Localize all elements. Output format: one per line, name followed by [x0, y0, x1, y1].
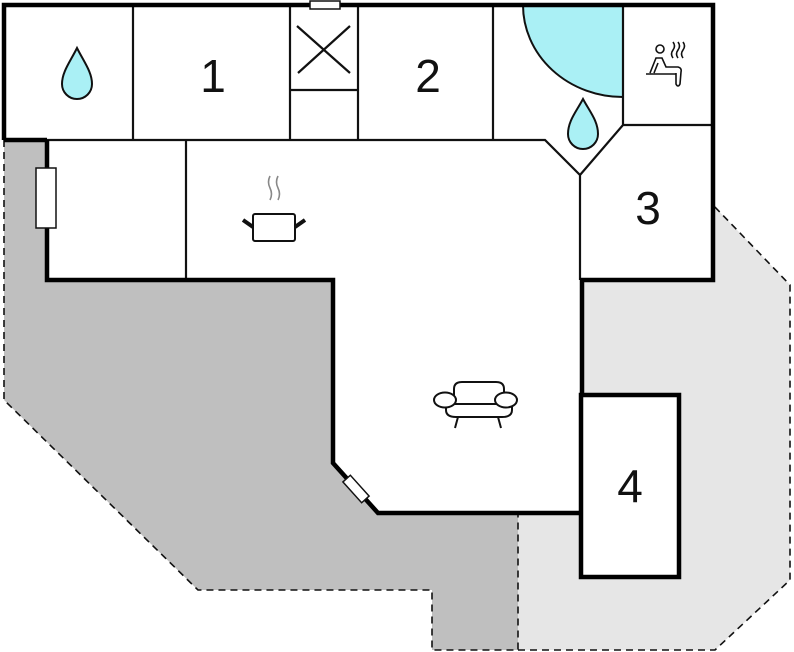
sauna-icon — [646, 41, 686, 87]
exterior-walls — [1, 2, 716, 516]
water-drop-icon — [566, 96, 600, 150]
window — [309, 0, 341, 10]
interior-walls — [4, 5, 713, 280]
open-terrace — [518, 205, 790, 650]
room-4-label: 4 — [617, 460, 643, 512]
sofa-icon — [433, 381, 518, 429]
window — [341, 474, 371, 504]
room-4-walls — [578, 392, 682, 580]
room-2-label: 2 — [415, 50, 441, 102]
shower-area — [521, 4, 624, 99]
covered-terrace — [4, 140, 518, 650]
chimney-icon — [296, 25, 351, 74]
window — [35, 167, 57, 229]
cooking-pot-icon — [241, 175, 307, 242]
room-3-label: 3 — [635, 182, 661, 234]
room-1-label: 1 — [200, 50, 226, 102]
water-drop-icon — [60, 45, 94, 100]
terrace-boundary — [3, 140, 791, 651]
